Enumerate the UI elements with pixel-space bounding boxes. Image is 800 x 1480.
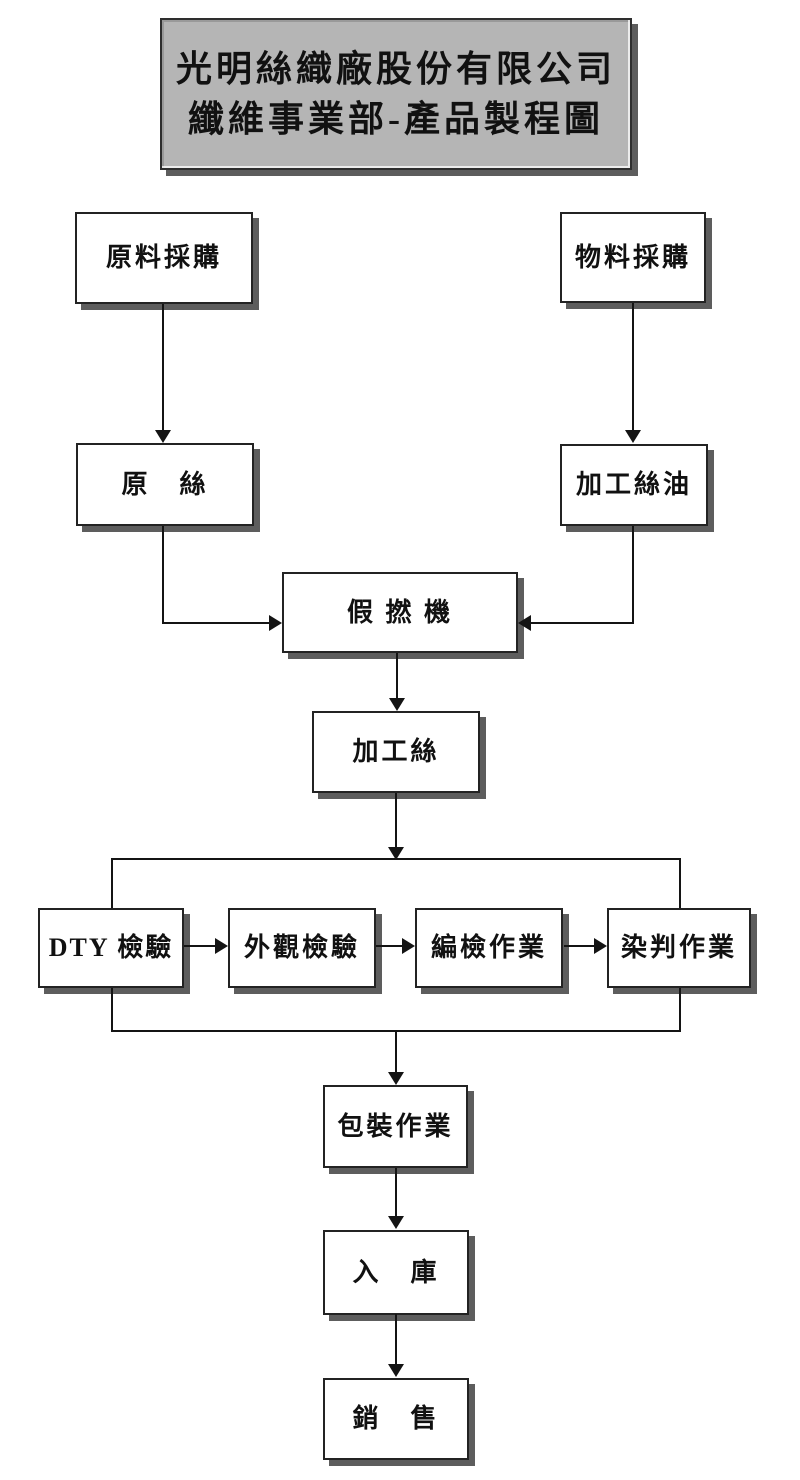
connector-line xyxy=(632,303,634,432)
connector-line xyxy=(395,1314,397,1366)
connector-line xyxy=(395,1031,397,1074)
node-dty-inspection: DTY 檢驗 xyxy=(38,908,184,988)
bracket-top-line xyxy=(111,858,681,860)
connector-line xyxy=(111,988,113,1032)
arrowhead-down-icon xyxy=(388,847,404,860)
connector-line xyxy=(111,858,113,908)
arrowhead-right-icon xyxy=(269,615,282,631)
connector-line xyxy=(679,858,681,908)
diagram-title-box: 光明絲織廠股份有限公司 纖維事業部-產品製程圖 xyxy=(160,18,632,170)
arrowhead-right-icon xyxy=(215,938,228,954)
node-raw-yarn: 原 絲 xyxy=(76,443,254,526)
diagram-subtitle: 纖維事業部-產品製程圖 xyxy=(188,99,604,139)
arrowhead-right-icon xyxy=(594,938,607,954)
connector-line xyxy=(162,526,164,624)
connector-line xyxy=(395,1168,397,1218)
arrowhead-down-icon xyxy=(625,430,641,443)
connector-line xyxy=(564,945,596,947)
node-warehousing: 入 庫 xyxy=(323,1230,469,1315)
arrowhead-down-icon xyxy=(389,698,405,711)
connector-line xyxy=(632,526,634,624)
arrowhead-down-icon xyxy=(155,430,171,443)
connector-line xyxy=(396,653,398,700)
connector-line xyxy=(395,793,397,849)
arrowhead-right-icon xyxy=(402,938,415,954)
connector-line xyxy=(162,304,164,432)
arrowhead-down-icon xyxy=(388,1072,404,1085)
arrowhead-left-icon xyxy=(518,615,531,631)
arrowhead-down-icon xyxy=(388,1216,404,1229)
node-false-twist-machine: 假 撚 機 xyxy=(282,572,518,653)
connector-line xyxy=(162,622,270,624)
connector-line xyxy=(530,622,634,624)
node-sales: 銷 售 xyxy=(323,1378,469,1460)
node-raw-material-purchase: 原料採購 xyxy=(75,212,253,304)
node-appearance-inspection: 外觀檢驗 xyxy=(228,908,376,988)
node-material-purchase: 物料採購 xyxy=(560,212,706,303)
connector-line xyxy=(376,945,404,947)
node-processed-yarn: 加工絲 xyxy=(312,711,480,793)
connector-line xyxy=(184,945,218,947)
node-knit-inspection-work: 編檢作業 xyxy=(415,908,563,988)
arrowhead-down-icon xyxy=(388,1364,404,1377)
node-packaging-work: 包裝作業 xyxy=(323,1085,468,1168)
node-dye-judgement-work: 染判作業 xyxy=(607,908,751,988)
connector-line xyxy=(679,988,681,1032)
node-processed-yarn-oil: 加工絲油 xyxy=(560,444,708,526)
company-name: 光明絲織廠股份有限公司 xyxy=(175,49,616,89)
